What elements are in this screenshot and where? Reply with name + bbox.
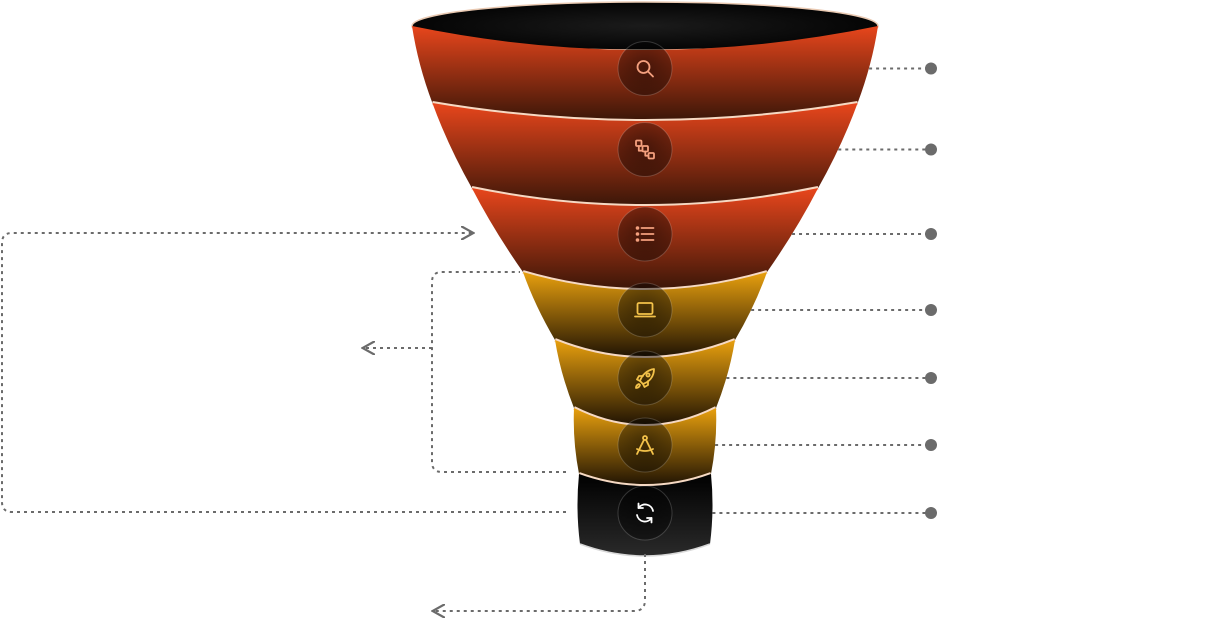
connector-endpoint [925, 228, 937, 240]
funnel-stage [573, 408, 717, 488]
stage-separator [432, 101, 858, 123]
laptop-icon [634, 302, 656, 318]
connector-endpoint [925, 304, 937, 316]
connector-endpoint [925, 439, 937, 451]
stage-icon-badge [617, 282, 673, 338]
search-icon [636, 60, 654, 78]
funnel-stages [412, 26, 878, 557]
stage-icon-badge [617, 417, 673, 473]
stage-icon-badge [617, 350, 673, 406]
outer-loop-connector [1, 233, 566, 513]
stage-separator [471, 186, 819, 208]
funnel-stage [412, 26, 878, 123]
stage-icon-badge [617, 485, 673, 541]
funnel-stage [577, 474, 713, 557]
stage-icon-badge [617, 41, 673, 96]
left-connectors [1, 233, 646, 611]
funnel-stage [432, 103, 858, 208]
connector-endpoint [925, 143, 937, 156]
right-connectors [712, 62, 937, 519]
rocket-icon [635, 368, 655, 389]
funnel-stage [522, 272, 768, 360]
inner-loop-connector [431, 271, 566, 473]
connector-endpoint [925, 507, 937, 519]
connector-endpoint [925, 62, 937, 75]
compass-icon [636, 435, 654, 455]
stage-icon-badge [617, 122, 673, 177]
refresh-icon [636, 502, 654, 524]
funnel-stage [555, 340, 735, 428]
connector-endpoint [925, 372, 937, 384]
bottom-exit-connector [434, 554, 646, 611]
list-icon [635, 226, 655, 242]
workflow-icon [635, 139, 655, 160]
